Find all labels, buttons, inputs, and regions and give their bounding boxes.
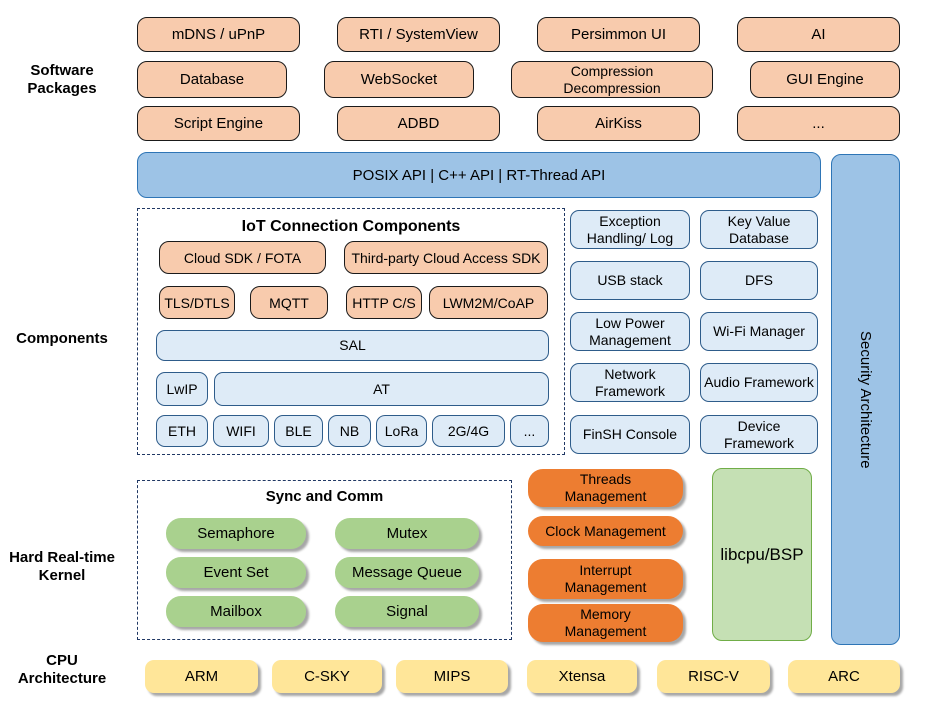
api-bar: POSIX API | C++ API | RT-Thread API: [137, 152, 821, 198]
iot-link-2g4g: 2G/4G: [432, 415, 505, 447]
iot-at: AT: [214, 372, 549, 406]
comp-audio-framework: Audio Framework: [700, 363, 818, 402]
iot-tls-dtls: TLS/DTLS: [159, 286, 235, 319]
kernel-mutex: Mutex: [335, 518, 479, 549]
cpu-risc-v: RISC-V: [657, 660, 770, 693]
iot-lwm2m-coap: LWM2M/CoAP: [429, 286, 548, 319]
pkg-script-engine: Script Engine: [137, 106, 300, 141]
iot-link-ellipsis: ...: [510, 415, 549, 447]
kernel-signal: Signal: [335, 596, 479, 627]
pkg-compression-decompression: Compression Decompression: [511, 61, 713, 98]
iot-http-cs: HTTP C/S: [346, 286, 422, 319]
iot-mqtt: MQTT: [250, 286, 328, 319]
iot-link-wifi: WIFI: [213, 415, 269, 447]
pkg-websocket: WebSocket: [324, 61, 474, 98]
cpu-c-sky: C-SKY: [272, 660, 382, 693]
kernel-memory-management: Memory Management: [528, 604, 683, 642]
iot-frame-title: IoT Connection Components: [241, 218, 461, 235]
comp-key-value-database: Key Value Database: [700, 210, 818, 249]
iot-link-ble: BLE: [274, 415, 323, 447]
cpu-xtensa: Xtensa: [527, 660, 637, 693]
pkg-ellipsis: ...: [737, 106, 900, 141]
software-packages-row-3: Script Engine ADBD AirKiss ...: [137, 106, 900, 141]
iot-link-eth: ETH: [156, 415, 208, 447]
comp-exception-handling-log: Exception Handling/ Log: [570, 210, 690, 249]
comp-low-power-management: Low Power Management: [570, 312, 690, 351]
kernel-interrupt-management: Interrupt Management: [528, 559, 683, 599]
label-kernel: Hard Real-time Kernel: [9, 549, 115, 585]
software-packages-row-1: mDNS / uPnP RTI / SystemView Persimmon U…: [137, 17, 900, 52]
iot-third-party-cloud-sdk: Third-party Cloud Access SDK: [344, 241, 548, 274]
comp-device-framework: Device Framework: [700, 415, 818, 454]
iot-cloud-sdk-fota: Cloud SDK / FOTA: [159, 241, 326, 274]
sync-and-comm-frame: Sync and Comm Semaphore Mutex Event Set …: [137, 480, 512, 640]
security-architecture-bar: Security Architecture: [831, 154, 900, 645]
iot-link-lora: LoRa: [376, 415, 427, 447]
kernel-event-set: Event Set: [166, 557, 306, 588]
label-cpu-architecture: CPU Architecture: [17, 652, 107, 688]
kernel-message-queue: Message Queue: [335, 557, 479, 588]
comp-usb-stack: USB stack: [570, 261, 690, 300]
kernel-clock-management: Clock Management: [528, 516, 683, 546]
pkg-database: Database: [137, 61, 287, 98]
comp-finsh-console: FinSH Console: [570, 415, 690, 454]
pkg-gui-engine: GUI Engine: [750, 61, 900, 98]
pkg-ai: AI: [737, 17, 900, 52]
libcpu-bsp-box: libcpu/BSP: [712, 468, 812, 641]
pkg-rti-systemview: RTI / SystemView: [337, 17, 500, 52]
label-software-packages: Software Packages: [27, 62, 97, 98]
cpu-mips: MIPS: [396, 660, 508, 693]
pkg-persimmon-ui: Persimmon UI: [537, 17, 700, 52]
comp-network-framework: Network Framework: [570, 363, 690, 402]
sync-frame-title: Sync and Comm: [265, 488, 384, 505]
software-packages-row-2: Database WebSocket Compression Decompres…: [137, 61, 900, 98]
cpu-arc: ARC: [788, 660, 900, 693]
cpu-arm: ARM: [145, 660, 258, 693]
comp-dfs: DFS: [700, 261, 818, 300]
iot-link-nb: NB: [328, 415, 371, 447]
label-components: Components: [16, 330, 108, 347]
comp-wifi-manager: Wi-Fi Manager: [700, 312, 818, 351]
kernel-threads-management: Threads Management: [528, 469, 683, 507]
pkg-mdns-upnp: mDNS / uPnP: [137, 17, 300, 52]
iot-connection-frame: IoT Connection Components Cloud SDK / FO…: [137, 208, 565, 455]
pkg-adbd: ADBD: [337, 106, 500, 141]
pkg-airkiss: AirKiss: [537, 106, 700, 141]
iot-lwip: LwIP: [156, 372, 208, 406]
kernel-mailbox: Mailbox: [166, 596, 306, 627]
iot-sal: SAL: [156, 330, 549, 361]
kernel-semaphore: Semaphore: [166, 518, 306, 549]
